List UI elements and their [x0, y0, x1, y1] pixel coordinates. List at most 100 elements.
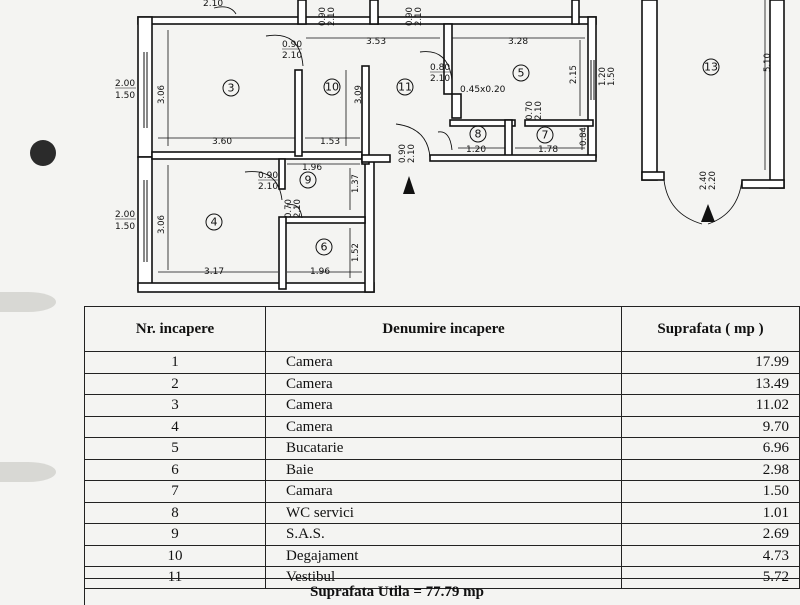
door-label-top-right: 0.90 2.10	[405, 7, 424, 26]
room-area: 2.98	[621, 458, 800, 481]
door-r9r6-swing	[286, 204, 303, 219]
svg-text:2.40: 2.40	[699, 171, 709, 190]
room-nr: 2	[84, 372, 266, 395]
wall-r5-bottom	[524, 119, 594, 127]
door-label-r7: 0.70 2.10	[525, 101, 544, 120]
svg-text:1.50: 1.50	[607, 67, 617, 86]
dim-r4-width: 3.17	[204, 267, 224, 277]
wall-r4-r6	[278, 216, 287, 290]
room-nr: 6	[84, 458, 266, 481]
room-number-9: 9	[305, 174, 312, 187]
dim-r10-width: 1.53	[320, 137, 340, 147]
room-name: Camara	[265, 480, 622, 503]
room-area-table: Nr. incapere Denumire incapere Suprafata…	[84, 306, 800, 589]
window-label-r5: 1.20 1.50	[598, 67, 617, 86]
dim-r13-height: 5.10	[763, 53, 773, 72]
door-label-top-left: 0.90 2.10	[318, 7, 337, 26]
walls	[137, 0, 785, 293]
wall-r13-bottom-left	[641, 171, 665, 181]
dim-r8-width: 1.20	[466, 145, 486, 155]
total-usable-area-text: Suprafata Utila = 77.79 mp	[310, 584, 484, 600]
door-label-r4: 0.90 2.10	[258, 171, 278, 192]
room-number-6: 6	[321, 241, 328, 254]
dim-r4-height: 3.06	[157, 215, 167, 234]
room-area: 11.02	[621, 394, 800, 417]
column	[451, 93, 462, 119]
dim-top-b: 3.28	[508, 37, 528, 47]
room-number-7: 7	[542, 129, 549, 142]
svg-text:2.10: 2.10	[282, 51, 302, 61]
wall-vestibul-stub	[361, 154, 391, 163]
dim-r9-height: 1.37	[351, 174, 361, 193]
door-label-r6: 0.70 2.10	[284, 199, 303, 218]
svg-text:2.10: 2.10	[258, 182, 278, 192]
svg-text:2.10: 2.10	[534, 101, 544, 120]
svg-text:0.90: 0.90	[282, 40, 302, 50]
room-number-10: 10	[325, 81, 339, 94]
dim-r6-height: 1.52	[351, 243, 361, 262]
door-labels: 0.90 2.10 0.80 2.10 0.90 2.10 0.90 2.10 …	[258, 7, 718, 218]
wall-top-mid-stub	[297, 0, 307, 25]
wall-r13-bottom-right	[741, 179, 785, 189]
svg-text:0.70: 0.70	[525, 101, 535, 120]
svg-text:0.80: 0.80	[430, 63, 450, 73]
wall-right-main	[364, 159, 375, 293]
window-label-r4: 2.00 1.50	[115, 210, 136, 232]
room-area: 1.50	[621, 480, 800, 503]
room-area: 2.69	[621, 523, 800, 546]
room-nr: 4	[84, 415, 266, 438]
dim-top-stub: 2.10	[203, 0, 223, 9]
door-label-r11: 0.90 2.10	[398, 144, 417, 163]
paper-nick-top	[0, 292, 56, 312]
wall-top-left	[137, 16, 379, 25]
door-r4-swing	[244, 171, 283, 201]
svg-text:2.00: 2.00	[115, 210, 135, 220]
dim-r3-width: 3.60	[212, 137, 232, 147]
wall-bottom-r8r7	[429, 154, 597, 162]
room-nr: 7	[84, 480, 266, 503]
wall-top-right-stub	[571, 0, 580, 25]
room-name: Vestibul	[265, 566, 622, 589]
svg-text:0.90: 0.90	[258, 171, 278, 181]
room-nr: 3	[84, 394, 266, 417]
svg-text:2.20: 2.20	[708, 171, 718, 190]
window-labels: 2.00 1.50 2.00 1.50 1.20 1.50	[115, 67, 617, 232]
dim-r10-height: 3.09	[354, 85, 364, 104]
dim-r3-height: 3.06	[157, 85, 167, 104]
dim-r5-height: 2.15	[569, 65, 579, 84]
binder-hole-icon	[30, 140, 56, 166]
paper-nick-bottom	[0, 462, 56, 482]
entrance-arrow-r13-icon	[701, 204, 715, 222]
door-label-r13: 2.40 2.20	[699, 171, 718, 190]
dim-column: 0.45x0.20	[460, 85, 506, 95]
svg-text:0.90: 0.90	[398, 144, 408, 163]
door-top-left-swing	[213, 6, 237, 15]
dim-r9-width: 1.96	[302, 163, 322, 173]
room-number-4: 4	[211, 216, 218, 229]
room-area: 13.49	[621, 372, 800, 395]
room-nr: 8	[84, 501, 266, 524]
room-name: Camera	[265, 394, 622, 417]
svg-text:2.10: 2.10	[430, 74, 450, 84]
room-name: Camera	[265, 351, 622, 374]
door-label-r3: 0.90 2.10	[282, 40, 302, 61]
wall-r8-r7	[504, 119, 513, 159]
room-nr: 1	[84, 351, 266, 374]
entrance-arrow-icon	[403, 176, 415, 194]
wall-r8-top	[449, 119, 516, 127]
wall-r3-right	[294, 69, 303, 157]
room-area: 1.01	[621, 501, 800, 524]
dim-top-a: 3.53	[366, 37, 386, 47]
room-number-8: 8	[475, 128, 482, 141]
wall-bottom	[137, 282, 375, 293]
room-area: 4.73	[621, 544, 800, 567]
room-numbers: 3 10 11 5 8 7 9 4 6 13	[211, 61, 719, 254]
room-nr: 11	[84, 566, 266, 589]
